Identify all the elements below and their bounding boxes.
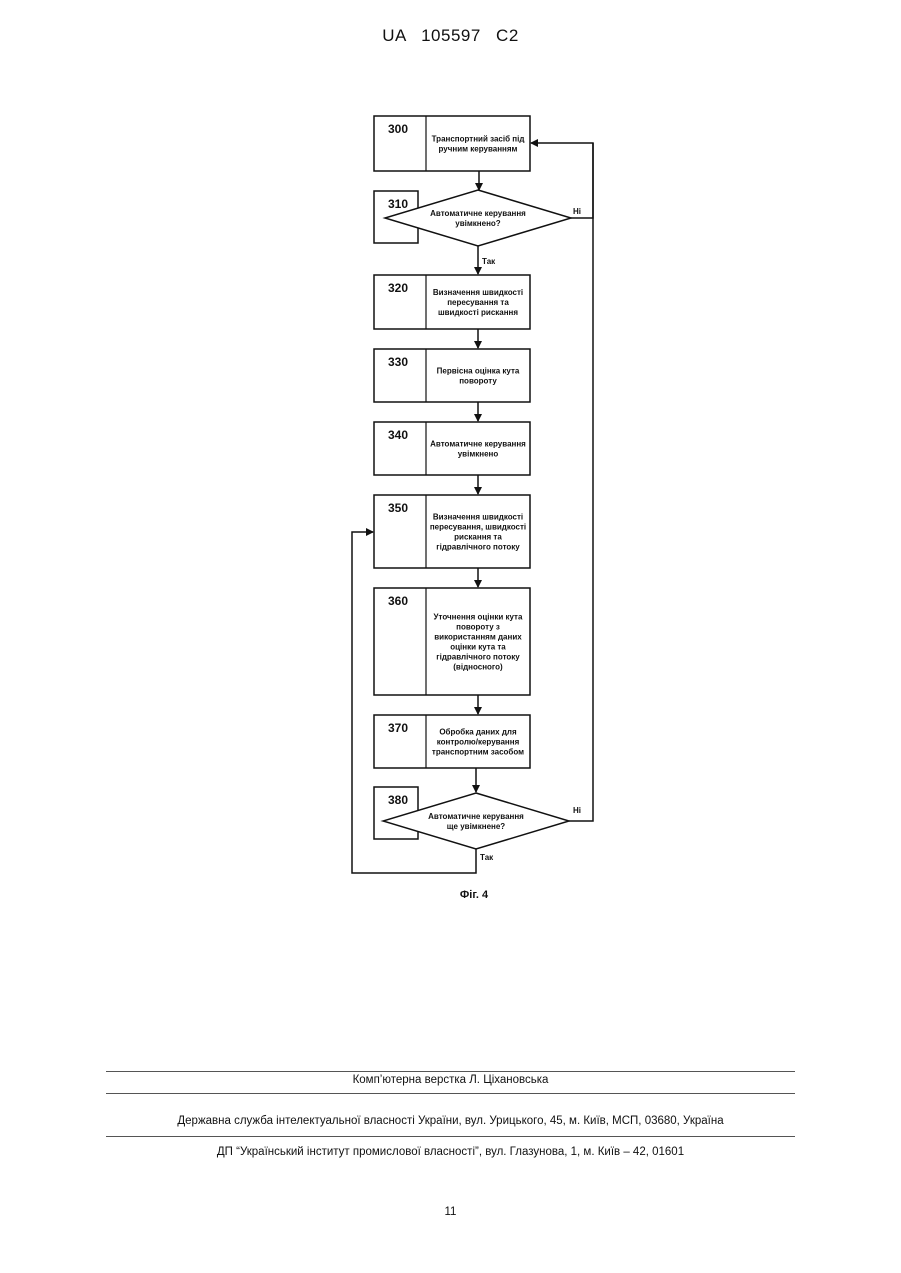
footer-rule-middle bbox=[106, 1093, 795, 1094]
flow-node-330: 330Первісна оцінка кутаповороту bbox=[374, 349, 530, 402]
footer-rule-top bbox=[106, 1071, 795, 1072]
agency-address: Державна служба інтелектуальної власност… bbox=[0, 1115, 901, 1127]
node-340-label-line: увімкнено bbox=[458, 450, 499, 459]
edge-380-300-line bbox=[569, 143, 593, 821]
edge-310-320-label: Так bbox=[482, 257, 496, 266]
flow-edge-310-300: Ні bbox=[531, 143, 593, 218]
node-380-label-line: Автоматичне керування bbox=[428, 812, 524, 821]
node-350-number: 350 bbox=[388, 501, 408, 515]
node-370-label-line: Обробка даних для bbox=[439, 728, 517, 737]
flow-edge-310-320: Так bbox=[478, 246, 496, 274]
node-310-number: 310 bbox=[388, 197, 408, 211]
node-300-number: 300 bbox=[388, 122, 408, 136]
node-370-number: 370 bbox=[388, 721, 408, 735]
node-360-label-line: повороту з bbox=[456, 623, 500, 632]
node-320-label-line: Визначення швидкості bbox=[433, 288, 523, 297]
node-370-label-line: транспортним засобом bbox=[432, 748, 524, 757]
edge-380-300-label: Ні bbox=[573, 806, 581, 815]
page-number: 11 bbox=[0, 1206, 901, 1218]
flow-node-350: 350Визначення швидкостіпересування, швид… bbox=[374, 495, 530, 568]
node-370-label-line: контролю/керування bbox=[437, 738, 520, 747]
node-320-number: 320 bbox=[388, 281, 408, 295]
node-360-label-line: гідравлічного потоку bbox=[436, 653, 520, 662]
node-380-number: 380 bbox=[388, 793, 408, 807]
edge-310-300-line bbox=[531, 143, 593, 218]
node-340-label-line: Автоматичне керування bbox=[430, 440, 526, 449]
node-380-label-line: ще увімкнене? bbox=[447, 822, 505, 831]
node-360-label-line: оцінки кута та bbox=[450, 643, 506, 652]
institute-address: ДП “Український інститут промислової вла… bbox=[0, 1146, 901, 1158]
node-360-label-line: Уточнення оцінки кута bbox=[434, 613, 523, 622]
node-330-label-line: Первісна оцінка кута bbox=[437, 367, 520, 376]
flowchart: ТакНіТакНі 300Транспортний засіб підручн… bbox=[0, 0, 901, 960]
flow-nodes: 300Транспортний засіб підручним керуванн… bbox=[374, 116, 571, 849]
node-360-label-line: використанням даних bbox=[434, 633, 522, 642]
node-360-number: 360 bbox=[388, 594, 408, 608]
flow-node-360: 360Уточнення оцінки кутаповороту звикори… bbox=[374, 588, 530, 695]
flow-node-300: 300Транспортний засіб підручним керуванн… bbox=[374, 116, 530, 171]
node-360-label-line: (відносного) bbox=[453, 663, 503, 672]
node-320-label-line: швидкості рискання bbox=[438, 308, 518, 317]
flow-node-340: 340Автоматичне керуванняувімкнено bbox=[374, 422, 530, 475]
node-350-label-line: рискання та bbox=[454, 533, 502, 542]
node-300-label-line: ручним керуванням bbox=[439, 145, 518, 154]
node-350-label-line: пересування, швидкості bbox=[430, 523, 526, 532]
flow-node-320: 320Визначення швидкостіпересування ташви… bbox=[374, 275, 530, 329]
node-300-label-line: Транспортний засіб під bbox=[432, 135, 525, 144]
edge-310-300-label: Ні bbox=[573, 207, 581, 216]
flow-node-310: 310Автоматичне керуванняувімкнено? bbox=[374, 190, 571, 246]
node-310-label-line: увімкнено? bbox=[455, 219, 501, 228]
footer-rule-bottom bbox=[106, 1136, 795, 1137]
compositor-credit: Комп’ютерна верстка Л. Ціхановська bbox=[0, 1074, 901, 1086]
node-350-label-line: гідравлічного потоку bbox=[436, 543, 520, 552]
flow-edge-380-300: Ні bbox=[569, 143, 593, 821]
flow-node-370: 370Обробка даних дляконтролю/керуваннятр… bbox=[374, 715, 530, 768]
figure-caption: Фіг. 4 bbox=[460, 889, 489, 901]
node-350-label-line: Визначення швидкості bbox=[433, 513, 523, 522]
node-310-label-line: Автоматичне керування bbox=[430, 209, 526, 218]
node-330-number: 330 bbox=[388, 355, 408, 369]
flow-node-380: 380Автоматичне керуванняще увімкнене? bbox=[374, 787, 569, 849]
node-330-label-line: повороту bbox=[459, 377, 497, 386]
node-320-label-line: пересування та bbox=[447, 298, 509, 307]
edge-380-350-label: Так bbox=[480, 853, 494, 862]
node-340-number: 340 bbox=[388, 428, 408, 442]
